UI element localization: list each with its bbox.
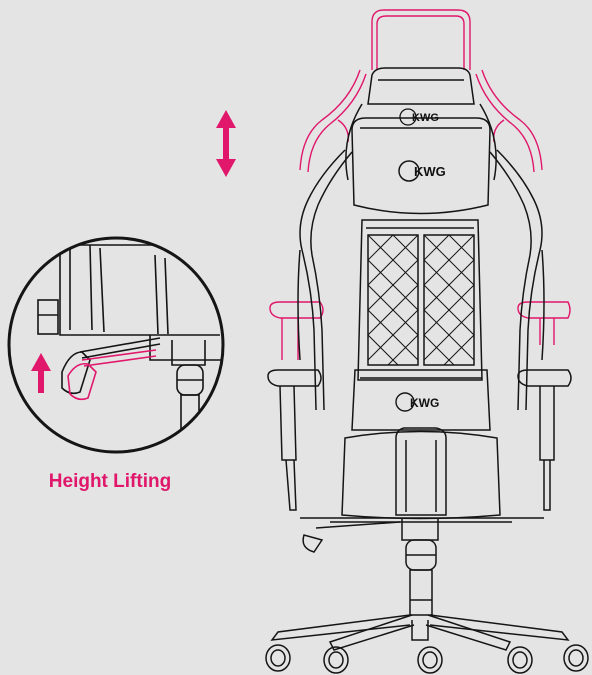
vertical-adjust-arrow-icon: [216, 110, 236, 177]
svg-text:KWG: KWG: [412, 112, 439, 124]
quilt-pattern: [367, 234, 475, 366]
raised-backrest-outline: [269, 9, 571, 360]
svg-text:KWG: KWG: [414, 164, 446, 179]
lift-up-arrow-icon: [31, 353, 51, 393]
svg-text:KWG: KWG: [410, 396, 439, 410]
height-lifting-caption: Height Lifting: [48, 471, 172, 492]
lumbar-logo: KWG: [395, 392, 439, 412]
shoulder-pad-logo: KWG: [398, 160, 446, 182]
gaming-chair-illustration: KWG KWG KWG: [265, 9, 589, 674]
height-lever-detail-inset: [7, 236, 225, 454]
headrest-logo: KWG: [399, 108, 439, 126]
